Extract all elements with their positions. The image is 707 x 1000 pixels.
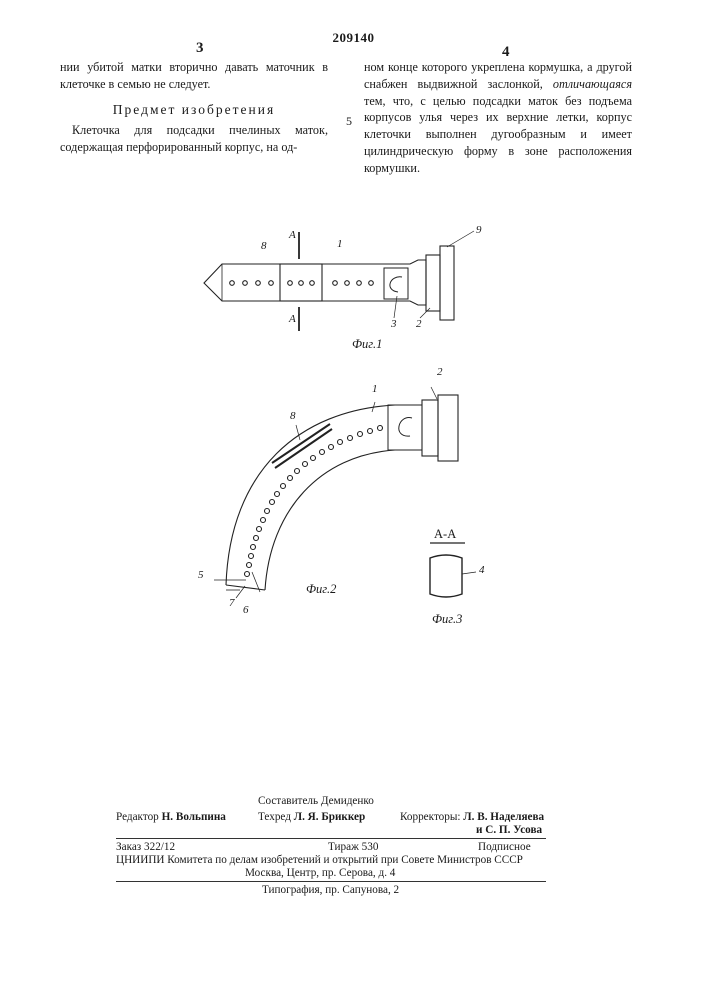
corrector-1: Л. В. Наделяева xyxy=(463,811,544,823)
footer-rule-bottom xyxy=(116,881,546,882)
fig3-section-title: А-А xyxy=(434,527,456,542)
fig3-caption: Фиг.3 xyxy=(432,612,462,627)
fig1-slider-8 xyxy=(280,264,322,301)
subscription: Подписное xyxy=(478,840,531,854)
fig1-label-9: 9 xyxy=(476,224,482,236)
fig2-holes xyxy=(245,426,383,577)
fig1-label-8: 8 xyxy=(261,240,267,252)
techred-name: Л. Я. Бриккер xyxy=(294,811,365,823)
fig2-inner-arc xyxy=(265,450,395,590)
correctors: Корректоры: Л. В. Наделяева xyxy=(400,810,544,824)
fig2-label-7: 7 xyxy=(229,597,235,609)
fig1-cage-body xyxy=(204,260,426,305)
circulation: Тираж 530 xyxy=(328,840,378,854)
fig1-holes xyxy=(230,281,374,286)
editor-name: Н. Вольпина xyxy=(162,811,226,823)
fig1-section-mark-top: A xyxy=(289,229,296,241)
fig2-label-6: 6 xyxy=(243,604,249,616)
fig1-label-2: 2 xyxy=(416,318,422,330)
fig3-label-4: 4 xyxy=(479,564,485,576)
correctors-label: Корректоры: xyxy=(400,811,461,823)
fig2-caption: Фиг.2 xyxy=(306,582,336,597)
techred: Техред Л. Я. Бриккер xyxy=(258,810,365,824)
fig2-label-1: 1 xyxy=(372,383,378,395)
fig1-feeder-2 xyxy=(426,255,440,311)
order-number: Заказ 322/12 xyxy=(116,840,175,854)
fig1-label-1: 1 xyxy=(337,238,343,250)
printing-house: Типография, пр. Сапунова, 2 xyxy=(262,883,399,897)
fig2-cap xyxy=(438,395,458,461)
editor-label: Редактор xyxy=(116,811,159,823)
footer-rule-top xyxy=(116,838,546,839)
compiler: Составитель Демиденко xyxy=(258,794,374,808)
institute: ЦНИИПИ Комитета по делам изобретений и о… xyxy=(116,853,523,867)
fig2-label-2: 2 xyxy=(437,366,443,378)
fig2-label-5: 5 xyxy=(198,569,204,581)
techred-label: Техред xyxy=(258,811,291,823)
fig1-cap-9 xyxy=(440,246,454,320)
fig2-label-8: 8 xyxy=(290,410,296,422)
fig1-section-mark-bottom: A xyxy=(289,313,296,325)
corrector-2: и С. П. Усова xyxy=(476,823,542,837)
fig1-caption: Фиг.1 xyxy=(352,337,382,352)
editor: Редактор Н. Вольпина xyxy=(116,810,226,824)
fig2-feeder-2 xyxy=(422,400,438,456)
fig3-section-shape xyxy=(430,555,462,597)
fig1-label-3: 3 xyxy=(391,318,397,330)
fig3-drawing xyxy=(430,543,476,597)
address: Москва, Центр, пр. Серова, д. 4 xyxy=(245,866,395,880)
